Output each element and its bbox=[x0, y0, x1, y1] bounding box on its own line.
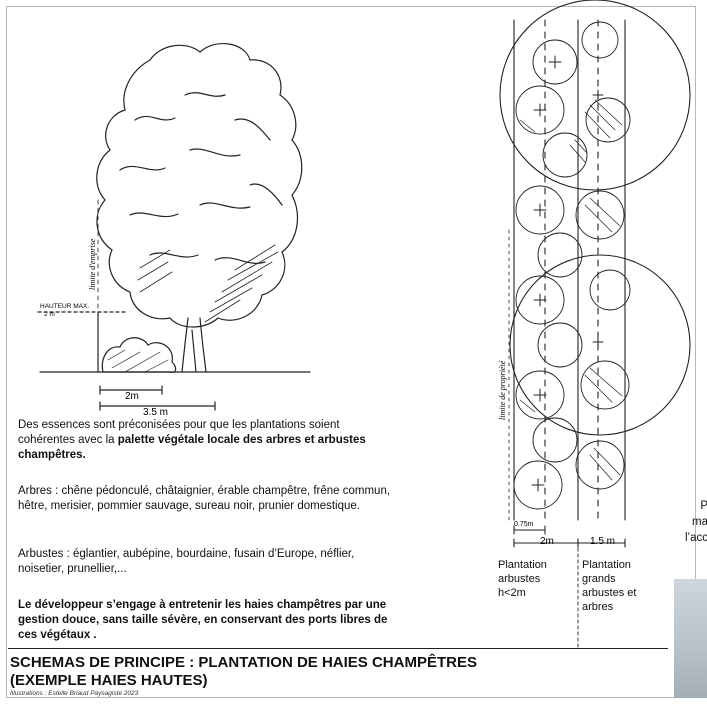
cut-off-text: P ma l’acc bbox=[668, 498, 707, 546]
tree-label-line: Plantation bbox=[582, 558, 636, 572]
title-line: (EXEMPLE HAIES HAUTES) bbox=[10, 672, 610, 690]
cut-off-line: ma bbox=[668, 514, 707, 530]
tree-label-line: arbustes et bbox=[582, 586, 636, 600]
cut-off-line: l’acc bbox=[668, 530, 707, 546]
trees-paragraph: Arbres : chêne pédonculé, châtaignier, é… bbox=[18, 484, 398, 514]
tree-label-line: arbres bbox=[582, 600, 636, 614]
property-limit-label: limite de propriété bbox=[498, 360, 507, 420]
tree-label-line: grands bbox=[582, 572, 636, 586]
dim-0-75m-label: 0.75m bbox=[514, 521, 534, 528]
commitment-paragraph: Le développeur s’engage à entretenir les… bbox=[18, 598, 408, 643]
cut-off-line: P bbox=[668, 498, 707, 514]
shrub-label-line: Plantation bbox=[498, 558, 547, 572]
shrub-label-line: h<2m bbox=[498, 586, 547, 600]
photo-fragment bbox=[674, 579, 707, 698]
shrub-label-line: arbustes bbox=[498, 572, 547, 586]
shrub-column-label: Plantation arbustes h<2m bbox=[498, 558, 547, 600]
divider bbox=[8, 648, 668, 649]
intro-paragraph: Des essences sont préconisées pour que l… bbox=[18, 418, 398, 463]
illustration-credit: Illustrations : Estelle Briaud Paysagist… bbox=[10, 690, 138, 697]
dim-1-5m-label: 1.5 m bbox=[590, 536, 615, 547]
tree-column-label: Plantation grands arbustes et arbres bbox=[582, 558, 636, 614]
shrubs-paragraph: Arbustes : églantier, aubépine, bourdain… bbox=[18, 547, 398, 577]
dim-2m-row-label: 2m bbox=[540, 536, 554, 547]
page-title: SCHEMAS DE PRINCIPE : PLANTATION DE HAIE… bbox=[10, 654, 610, 690]
title-line: SCHEMAS DE PRINCIPE : PLANTATION DE HAIE… bbox=[10, 654, 610, 672]
